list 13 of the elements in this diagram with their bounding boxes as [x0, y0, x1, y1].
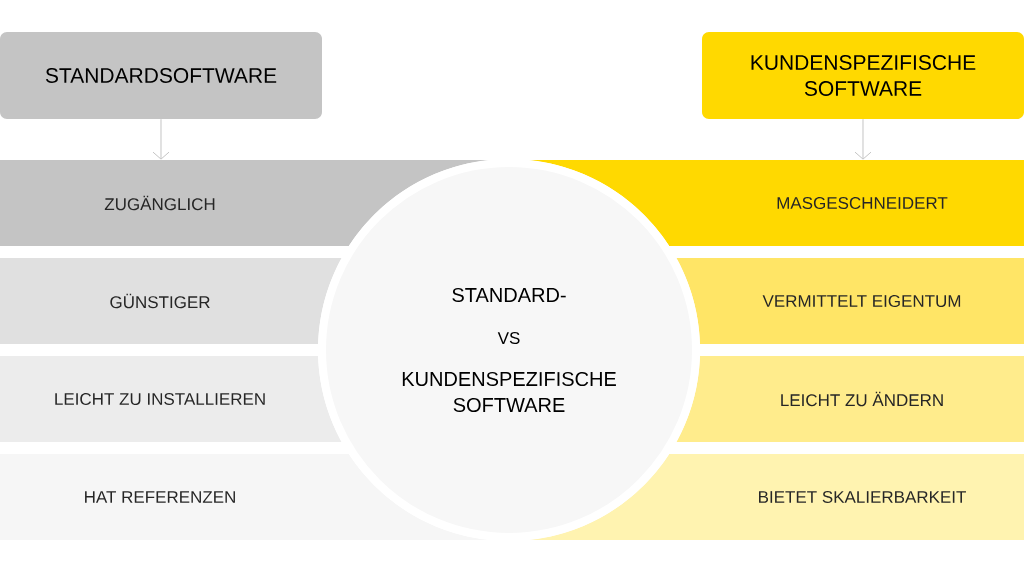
item-bar: LEICHT ZU ÄNDERN [676, 356, 1024, 442]
item-bar: VERMITTELT EIGENTUM [676, 258, 1024, 344]
item-bar: ZUGÄNGLICH [0, 160, 490, 246]
arrow [152, 118, 170, 160]
item-bar: BIETET SKALIERBARKEIT [528, 454, 1024, 540]
item-bar: MASGESCHNEIDERT [528, 160, 1024, 246]
arrow [854, 118, 872, 160]
item-bar: HAT REFERENZEN [0, 454, 490, 540]
item-bar: LEICHT ZU INSTALLIEREN [0, 356, 342, 442]
node-label: HAT REFERENZEN [85, 491, 235, 503]
heading-box: STANDARDSOFTWARE [0, 32, 322, 119]
item-bar: GÜNSTIGER [0, 258, 342, 344]
heading-box: KUNDENSPEZIFISCHE SOFTWARE [702, 32, 1024, 119]
